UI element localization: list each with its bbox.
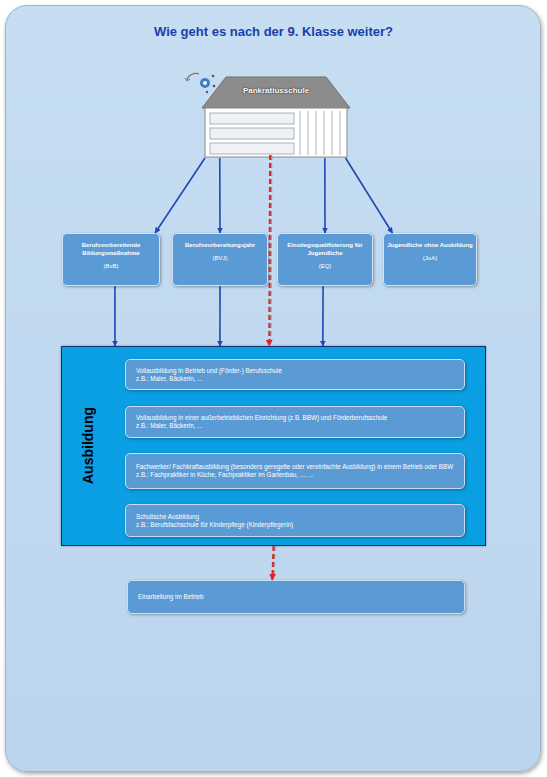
node-label: Pankratiusschule (202, 86, 350, 95)
node-detail: (BvB) (104, 262, 119, 270)
facade-line (332, 111, 333, 155)
node-label: Einstiegsqualifizierung für Jugendliche (281, 241, 369, 257)
node-label: Berufsvorbereitende Bildungsmaßnahme (66, 241, 156, 257)
school-building: Pankratiusschule (202, 75, 350, 158)
logo-arc (187, 73, 199, 80)
pathway-box: Berufsvorbereitungsjahr (BVJ) (172, 233, 268, 286)
training-box: Vollausbildung in Betrieb und (Förder-) … (125, 359, 465, 390)
node-detail: (BVJ) (213, 254, 228, 262)
flow-arrow (219, 158, 221, 233)
node-label: Ausbildung (80, 347, 96, 545)
node-label: Schulische Ausbildung (136, 513, 454, 521)
node-detail: (JoA) (423, 254, 437, 262)
outcome-box: Einarbeitung im Betrieb (127, 580, 465, 614)
pathway-box: Jugendliche ohne Ausbildung (JoA) (383, 233, 477, 286)
logo-pupil (203, 81, 207, 85)
dashed-arrow (272, 546, 273, 580)
logo-arrow (185, 78, 190, 81)
node-detail: z.B.: Maler, Bäckerin, ... (136, 422, 454, 430)
diagram-title: Wie geht es nach der 9. Klasse weiter? (0, 24, 547, 39)
node-detail: z.B.: Maler, Bäckerin, ... (136, 375, 454, 383)
window-band (210, 143, 294, 154)
logo-dot (212, 75, 215, 78)
pathway-box: Berufsvorbereitende Bildungsmaßnahme (BvB… (62, 233, 160, 286)
node-detail: (EQ) (319, 262, 332, 270)
training-box: Schulische Ausbildungz.B.: Berufsfachsch… (125, 504, 465, 537)
arrow-shadow (274, 546, 275, 576)
dashed-arrow (268, 155, 271, 346)
facade-line (324, 111, 325, 155)
school-logo (183, 70, 217, 94)
flow-arrow (322, 286, 324, 346)
flow-arrow (114, 286, 116, 346)
flow-arrow (155, 158, 205, 233)
logo-dot (206, 91, 208, 93)
pathway-box: Einstiegsqualifizierung für Jugendliche (… (277, 233, 373, 286)
roof (202, 77, 350, 108)
facade-line (300, 111, 301, 155)
facade (205, 108, 347, 157)
node-label: Einarbeitung im Betrieb (138, 593, 454, 601)
logo-dot (213, 85, 216, 88)
node-label: Jugendliche ohne Ausbildung (387, 241, 472, 249)
window-band (210, 128, 294, 139)
node-label: Vollausbildung in einer außerbetrieblich… (136, 414, 454, 422)
facade-line (316, 111, 317, 155)
node-detail: z.B.: Berufsfachschule für Kinderpflege … (136, 521, 454, 529)
node-label: Berufsvorbereitungsjahr (185, 241, 255, 249)
node-label: Vollausbildung in Betrieb und (Förder-) … (136, 367, 454, 375)
facade-line (308, 111, 309, 155)
training-box: Vollausbildung in einer außerbetrieblich… (125, 406, 465, 438)
window-band (210, 113, 294, 124)
flow-arrow (219, 286, 221, 346)
arrow-shadow (270, 155, 272, 342)
logo-eye (200, 78, 210, 88)
node-detail: z.B.: Fachpraktiker in Küche, Fachprakti… (136, 471, 454, 479)
flow-arrow (324, 158, 326, 233)
facade-line (340, 111, 341, 155)
training-box: Fachwerker/ Fachkraftausbildung (besonde… (125, 453, 465, 489)
flow-arrow (346, 158, 393, 233)
node-label: Fachwerker/ Fachkraftausbildung (besonde… (136, 463, 454, 471)
training-band: Ausbildung Vollausbildung in Betrieb und … (61, 346, 486, 546)
